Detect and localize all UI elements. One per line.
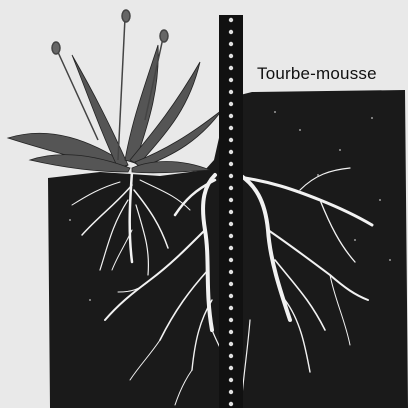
plant-foliage <box>8 45 222 173</box>
peat-moss-label: Tourbe-mousse <box>257 64 377 84</box>
